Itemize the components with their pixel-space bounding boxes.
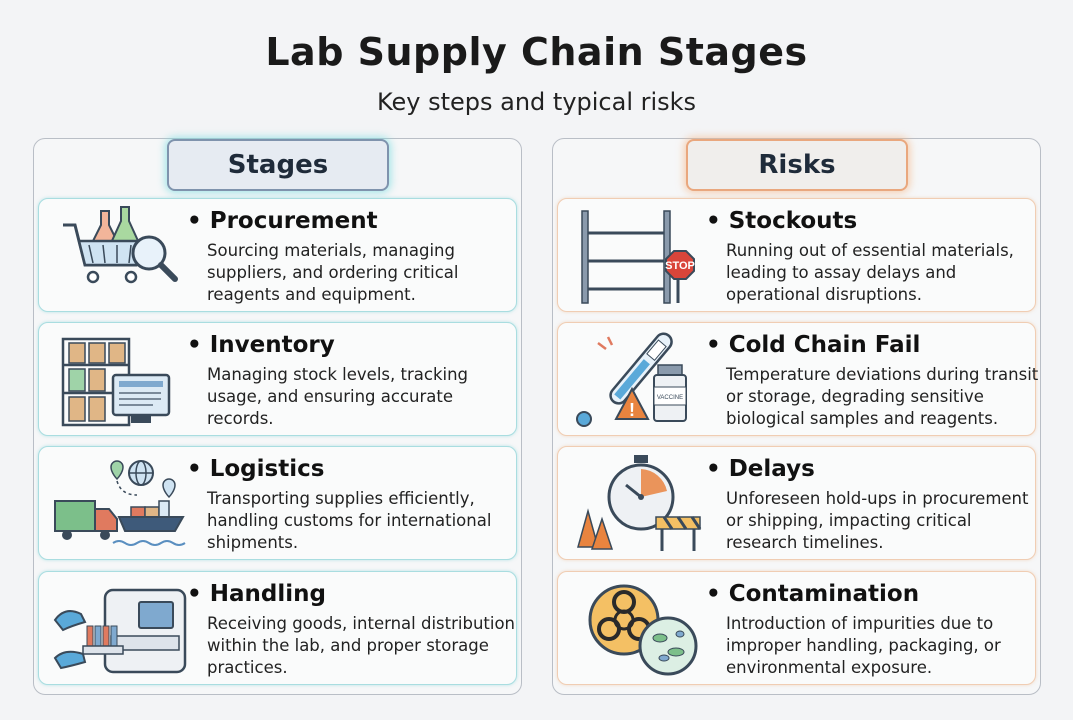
stage-card-procurement: • Procurement Sourcing materials, managi… [38,198,517,312]
stop-sign-text: STOP [665,260,695,272]
risk-card-contamination: • Contamination Introduction of impuriti… [557,571,1036,685]
truck-ship-icon [54,460,186,546]
page-subtitle: Key steps and typical risks [376,88,697,116]
stage-desc-handling: Receiving goods, internal distribution w… [207,614,516,677]
shopping-cart-icon [63,206,178,284]
risk-title-contamination: • Contamination [706,581,920,607]
warehouse-shelves-icon [61,337,171,427]
stage-title-handling: • Handling [187,581,326,607]
stages-header: Stages [167,139,389,191]
risk-title-delays: • Delays [706,456,815,482]
stages-panel: Stages • Procurement Sourcing materials,… [33,138,522,695]
empty-shelf-stop-icon: STOP [581,210,695,304]
stage-title-procurement: • Procurement [187,208,378,234]
stage-card-logistics: • Logistics Transporting supplies effici… [38,446,517,560]
stopwatch-barrier-icon [577,455,702,551]
stage-desc-logistics: Transporting supplies efficiently, handl… [207,489,492,552]
risk-desc-delays: Unforeseen hold-ups in procurement or sh… [726,489,1029,552]
biohazard-petri-icon [588,584,698,676]
risk-card-stockouts: STOP • Stockouts Running out of essentia… [557,198,1036,312]
risk-desc-contamination: Introduction of impurities due to improp… [726,614,1001,677]
risk-card-cold-chain: ! VACCINE • Cold Chain Fail Temperature … [557,322,1038,436]
stage-card-handling: • Handling Receiving goods, internal dis… [38,571,517,685]
risk-title-cold-chain: • Cold Chain Fail [706,332,921,358]
thermometer-warning-icon: ! VACCINE [576,332,687,427]
stage-card-inventory: • Inventory Managing stock levels, track… [38,322,517,436]
risks-header: Risks [686,139,908,191]
stage-title-inventory: • Inventory [187,332,335,358]
stage-title-logistics: • Logistics [187,456,325,482]
risks-panel: Risks STOP • Stockouts Running out of es… [552,138,1041,695]
lab-analyzer-icon [53,588,187,674]
page-title: Lab Supply Chain Stages [265,30,808,74]
risk-desc-stockouts: Running out of essential materials, lead… [726,241,1014,304]
stage-desc-procurement: Sourcing materials, managing suppliers, … [207,241,459,304]
risk-title-stockouts: • Stockouts [706,208,858,234]
svg-text:!: ! [629,400,635,420]
risk-desc-cold-chain: Temperature deviations during transit or… [726,365,1039,428]
stage-desc-inventory: Managing stock levels, tracking usage, a… [207,365,469,428]
risk-card-delays: • Delays Unforeseen hold-ups in procurem… [557,446,1036,560]
vial-label-text: VACCINE [657,395,683,401]
